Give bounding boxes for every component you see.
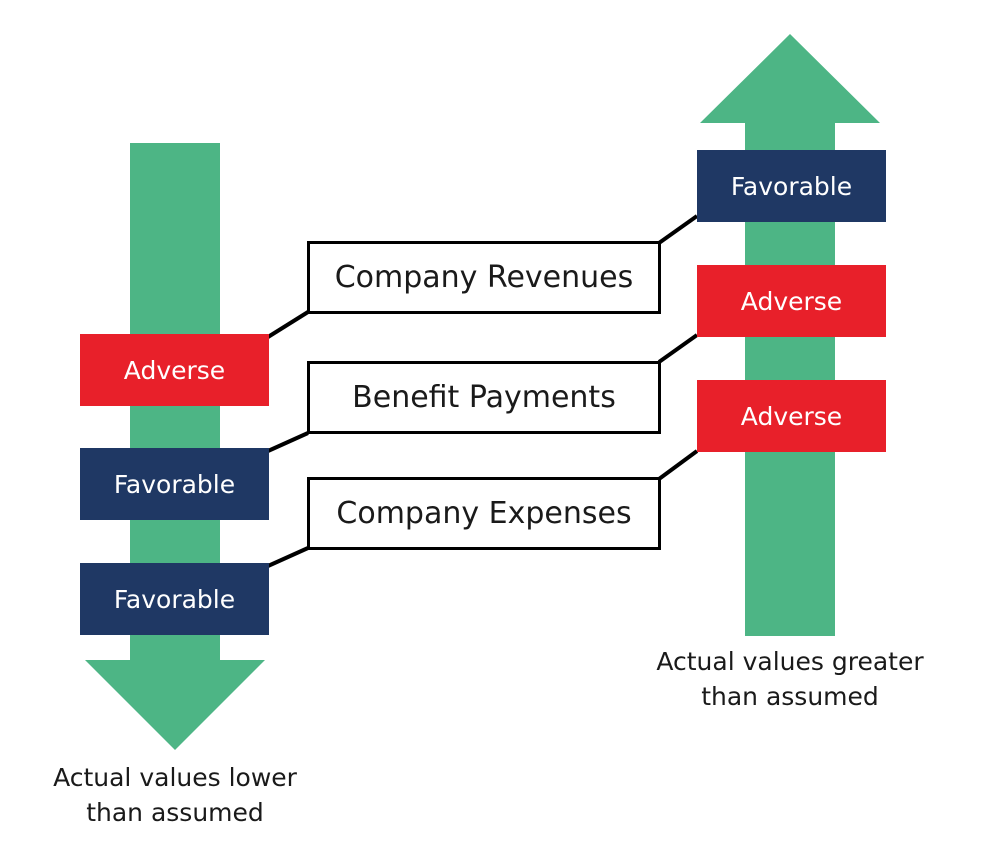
connector-benefits-left <box>267 431 309 453</box>
connector-revenues-right <box>657 214 699 245</box>
right-caption-line1: Actual values greater <box>656 647 924 676</box>
down-arrow <box>85 143 265 750</box>
left-outcome-expenses: Favorable <box>80 563 269 635</box>
left-caption-line1: Actual values lower <box>53 763 297 792</box>
connector-benefits-right <box>657 333 699 364</box>
right-outcome-revenues: Favorable <box>697 150 886 222</box>
right-outcome-benefits: Adverse <box>697 265 886 337</box>
right-caption-line2: than assumed <box>701 682 879 711</box>
connector-revenues-left <box>266 310 310 339</box>
category-company-expenses: Company Expenses <box>307 477 661 550</box>
left-caption-line2: than assumed <box>86 798 264 827</box>
category-company-revenues: Company Revenues <box>307 241 661 314</box>
left-outcome-benefits: Favorable <box>80 448 269 520</box>
right-outcome-expenses: Adverse <box>697 380 886 452</box>
category-benefit-payments: Benefit Payments <box>307 361 661 434</box>
right-caption: Actual values greater than assumed <box>630 644 950 714</box>
connector-expenses-right <box>657 449 699 481</box>
left-outcome-revenues: Adverse <box>80 334 269 406</box>
left-caption: Actual values lower than assumed <box>20 760 330 830</box>
connector-expenses-left <box>267 546 309 568</box>
